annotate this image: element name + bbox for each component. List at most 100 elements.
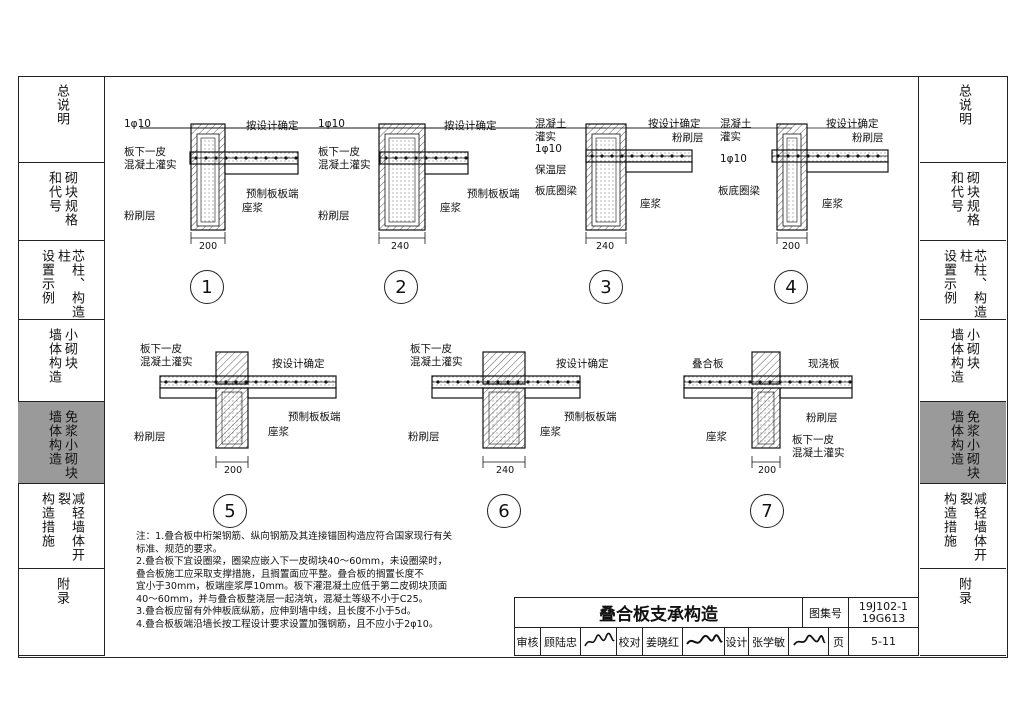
right-tab-4[interactable]: 墙体构造小砌块 [920, 320, 1006, 402]
note-line: 3.叠合板应留有外伸板底纵筋，应伸到墙中线，且长度不小于5d。 [136, 606, 417, 617]
atlas-number-label: 图集号 [803, 598, 849, 628]
d7-fill-label-2: 混凝土灌实 [792, 447, 845, 459]
detail1-rebar-dot [294, 156, 298, 160]
d3-rebar-label: 1φ10 [535, 143, 562, 155]
left-tab-7[interactable]: 附录 [18, 569, 104, 656]
detail7-rebar-dot [748, 380, 752, 384]
d1-fill-label: 板下一皮 [124, 146, 166, 158]
detail1-rebar-dot [254, 156, 258, 160]
right-tab-1[interactable]: 总说明 [920, 76, 1006, 163]
detail4-rebar-dot [816, 154, 820, 158]
right-tab-2[interactable]: 和代号砌块规格 [920, 163, 1006, 241]
d2-mortar-label: 座浆 [440, 202, 461, 214]
detail6-rebar-dot [486, 380, 490, 384]
detail1-rebar-dot [204, 156, 208, 160]
d4-design-label: 按设计确定 [826, 118, 879, 130]
detail-number-5: 5 [213, 494, 247, 528]
left-tab-3-text: 设置示例 [39, 249, 54, 305]
d4-beam-label: 板底圈梁 [718, 185, 760, 197]
left-tab-6-text: 减轻墙体开裂 [55, 492, 84, 562]
note-line: 宜小于30mm，板端座浆厚10mm。板下灌混凝土应低于第二皮砌块顶面 [136, 581, 448, 592]
detail5-plank-left [159, 387, 217, 399]
detail1-precast-plank [224, 163, 299, 175]
left-tab-5-text: 墙体构造 [46, 410, 61, 466]
d1-plaster-label: 粉刷层 [124, 210, 156, 222]
detail7-rebar-dot [688, 380, 692, 384]
detail4-rebar-dot [836, 154, 840, 158]
detail7-rebar-dot [738, 380, 742, 384]
detail1-rebar-dot [284, 156, 288, 160]
d3-mortar-label: 座浆 [640, 198, 661, 210]
note-line: 叠合板施工应采取支撑措施，且搁置面应平整。叠合板的搁置长度不 [136, 568, 424, 580]
d7-cast-label: 现浇板 [808, 358, 840, 370]
right-tab-2-text: 砌块规格 [964, 171, 979, 227]
right-tab-4-text: 小砌块 [964, 328, 979, 370]
left-tab-3[interactable]: 设置示例芯柱、构造柱 [18, 241, 104, 320]
detail2-rebar-dot [464, 156, 468, 160]
d1-rebar-label: 1φ10 [124, 118, 151, 130]
left-tab-4-text: 墙体构造 [46, 328, 61, 384]
detail6-rebar-dot [516, 380, 520, 384]
left-tab-1[interactable]: 总说明 [18, 76, 104, 163]
detail5-rebar-dot [174, 380, 178, 384]
detail1-rebar-dot [224, 156, 228, 160]
detail2-rebar-dot [404, 156, 408, 160]
right-tab-7[interactable]: 附录 [920, 569, 1006, 656]
detail3-rebar-dot [600, 154, 604, 158]
d1-mortar-label: 座浆 [242, 202, 263, 214]
detail1-rebar-dot [234, 156, 238, 160]
detail5-rebar-dot [314, 380, 318, 384]
page-label: 页 [829, 628, 849, 656]
detail5-rebar-dot [244, 380, 248, 384]
right-tab-6[interactable]: 构造措施减轻墙体开裂 [920, 484, 1006, 569]
detail7-rebar-dot [728, 380, 732, 384]
detail6-rebar-dot [566, 380, 570, 384]
d1-plank-label: 预制板板端 [246, 188, 299, 200]
detail7-rebar-dot [818, 380, 822, 384]
design-label: 设计 [725, 628, 749, 656]
detail7-rebar-dot [808, 380, 812, 384]
left-tab-3-text: 芯柱、构造柱 [55, 249, 84, 319]
detail5-rebar-dot [284, 380, 288, 384]
right-tab-5-text: 免浆小砌块 [964, 410, 979, 480]
detail4-rebar-dot [796, 154, 800, 158]
d5-plank-label: 预制板板端 [288, 411, 341, 423]
detail2-rebar-dot [454, 156, 458, 160]
detail7-rebar-dot [798, 380, 802, 384]
detail7-rebar-dot [848, 380, 852, 384]
left-tab-6[interactable]: 构造措施减轻墙体开裂 [18, 484, 104, 569]
detail5-rebar-dot [164, 380, 168, 384]
reviewer-name: 顾陆忠 [541, 628, 581, 656]
designer-signature [789, 628, 829, 656]
d4-dim-label: 200 [782, 241, 801, 252]
d5-dim-label: 200 [224, 465, 243, 476]
d3-beam-label: 板底圈梁 [535, 185, 577, 197]
d7-plaster-label: 粉刷层 [806, 412, 838, 424]
detail4-rebar-dot [846, 154, 850, 158]
left-tab-4[interactable]: 墙体构造小砌块 [18, 320, 104, 402]
detail-number-2: 2 [384, 270, 418, 304]
d6-fill-label: 板下一皮 [410, 343, 452, 355]
detail7-rebar-dot [768, 380, 772, 384]
d6-design-label: 按设计确定 [556, 358, 609, 370]
right-tab-5[interactable]: 墙体构造免浆小砌块 [920, 402, 1006, 484]
left-tab-4-text: 小砌块 [62, 328, 77, 370]
atlas-number: 19J102-1 19G613 [849, 598, 919, 628]
detail3-rebar-dot [590, 154, 594, 158]
detail6-rebar-dot [466, 380, 470, 384]
detail3-rebar-dot [620, 154, 624, 158]
left-tab-2[interactable]: 和代号砌块规格 [18, 163, 104, 241]
d4-fill-label: 混凝土 [720, 118, 752, 130]
left-tab-7-text: 附录 [54, 577, 69, 605]
left-divider [104, 76, 105, 656]
detail6-rebar-dot [536, 380, 540, 384]
left-tab-5[interactable]: 墙体构造免浆小砌块 [18, 402, 104, 484]
title-block: 叠合板支承构造 图集号 19J102-1 19G613 审核 顾陆忠 校对 姜晓… [514, 597, 919, 656]
detail7-rebar-dot [788, 380, 792, 384]
atlas-number-1: 19J102-1 [858, 599, 909, 613]
detail5-rebar-dot [274, 380, 278, 384]
d3-dim-label: 240 [596, 241, 615, 252]
right-tab-3-text: 设置示例 [941, 249, 956, 305]
right-tab-7-text: 附录 [956, 577, 971, 605]
right-tab-3[interactable]: 设置示例芯柱、构造柱 [920, 241, 1006, 320]
